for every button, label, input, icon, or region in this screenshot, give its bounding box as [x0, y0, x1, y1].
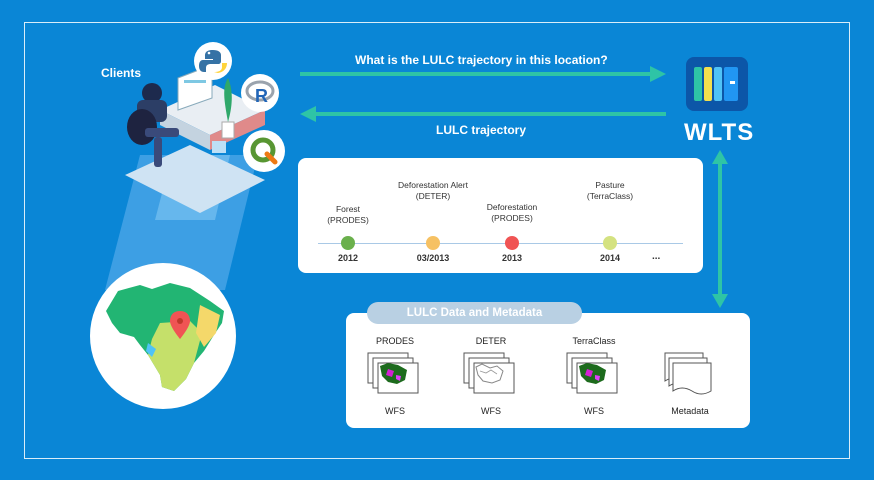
timeline-event-label: Deforestation Alert (DETER): [398, 180, 468, 201]
data-source-name: DETER: [475, 336, 507, 346]
location-pin-icon: [170, 311, 190, 339]
diagram-frame: [24, 22, 850, 459]
clients-label: Clients: [101, 66, 142, 80]
data-source-service: WFS: [584, 406, 604, 416]
response-arrow: [300, 106, 666, 122]
data-source-name: PRODES: [375, 336, 415, 346]
data-source-service: WFS: [385, 406, 405, 416]
timeline-event-dot[interactable]: [603, 236, 617, 250]
timeline-event-dot[interactable]: [341, 236, 355, 250]
qgis-icon[interactable]: [243, 130, 285, 172]
r-icon[interactable]: R: [241, 74, 279, 112]
data-panel-title: LULC Data and Metadata: [367, 302, 582, 324]
timeline-event-year: 03/2013: [416, 253, 450, 263]
timeline-event-dot[interactable]: [426, 236, 440, 250]
timeline-ellipsis: ...: [652, 251, 661, 262]
timeline-event-year: 2014: [599, 253, 621, 263]
timeline-event-year: 2013: [501, 253, 523, 263]
timeline-event-dot[interactable]: [505, 236, 519, 250]
data-source-service: WFS: [481, 406, 501, 416]
timeline-event-label: Forest (PRODES): [327, 204, 369, 225]
data-source-name: TerraClass: [572, 336, 616, 346]
svg-text:R: R: [255, 86, 268, 106]
trajectory-timeline: Forest (PRODES) 2012 Deforestation Alert (…: [298, 158, 703, 273]
response-label: LULC trajectory: [436, 123, 527, 137]
wlts-bar-1: [694, 67, 702, 101]
timeline-axis: [318, 243, 683, 244]
map-layers-icon[interactable]: [460, 349, 522, 401]
request-arrow: [300, 66, 666, 82]
data-source-service: Metadata: [671, 406, 709, 416]
map-layers-icon[interactable]: [364, 349, 426, 401]
python-icon[interactable]: [194, 42, 232, 80]
brazil-map[interactable]: [90, 263, 236, 409]
timeline-event-label: Pasture (TerraClass): [586, 180, 634, 201]
map-layers-icon[interactable]: [563, 349, 625, 401]
document-stack-icon[interactable]: [659, 349, 721, 401]
request-label: What is the LULC trajectory in this loca…: [355, 53, 608, 67]
wlts-label: WLTS: [684, 119, 755, 146]
wlts-logo[interactable]: [686, 57, 748, 111]
timeline-event-label: Deforestation (PRODES): [486, 202, 538, 223]
wlts-data-arrow: [712, 150, 728, 308]
user-avatar-icon: [142, 83, 162, 103]
timeline-event-year: 2012: [337, 253, 359, 263]
